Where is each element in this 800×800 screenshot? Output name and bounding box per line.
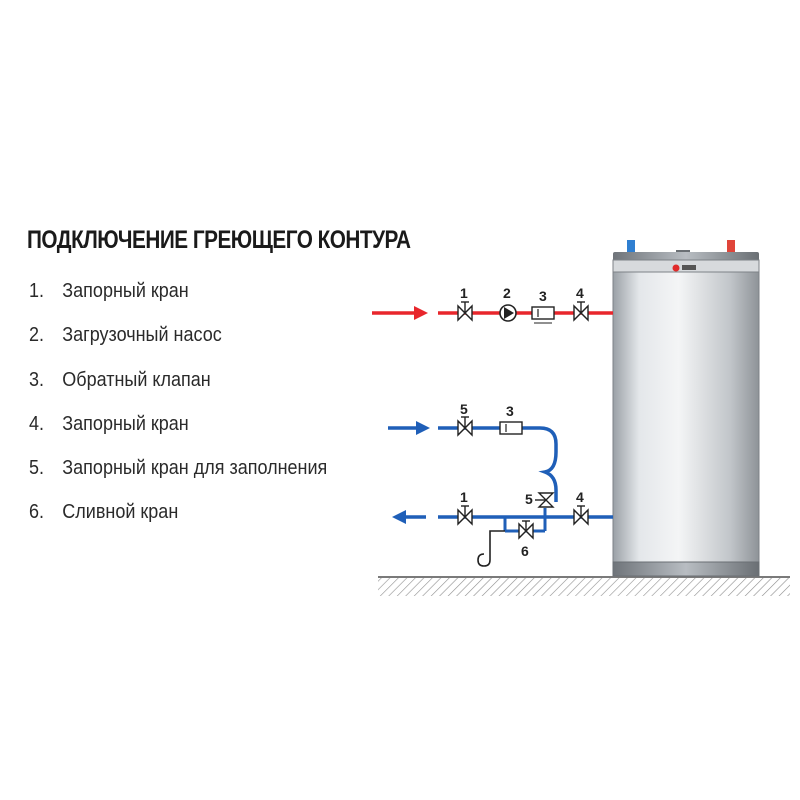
label-check-3-fill: 3	[506, 403, 514, 419]
legend-text: Запорный кран для заполнения	[62, 457, 328, 480]
brand-logo-icon	[672, 264, 680, 272]
check-valve-fill-icon	[499, 421, 523, 435]
legend-item-1: 1. Запорный кран	[29, 280, 327, 324]
label-valve-1-supply: 1	[460, 285, 468, 301]
legend-item-4: 4. Запорный кран	[29, 413, 327, 457]
valve-6-drain-icon	[518, 520, 534, 540]
label-valve-6-drain: 6	[521, 543, 529, 559]
drain-hose	[477, 530, 505, 567]
legend-text: Загрузочный насос	[62, 324, 222, 347]
legend-text: Запорный кран	[62, 280, 189, 302]
valve-4-return-icon	[573, 505, 589, 526]
label-check-3-supply: 3	[539, 288, 547, 304]
label-valve-1-return: 1	[460, 489, 468, 505]
fill-arrow-icon	[416, 421, 430, 435]
hot-connection-stub	[727, 240, 735, 254]
valve-1-return-icon	[457, 505, 473, 526]
legend-text: Запорный кран	[62, 412, 189, 435]
return-arrow-icon	[392, 510, 406, 524]
boiler-tank	[612, 240, 760, 577]
legend-num: 3.	[29, 368, 45, 391]
pump-icon	[499, 304, 517, 322]
valve-1-supply-icon	[457, 301, 473, 322]
label-pump-2: 2	[503, 285, 511, 301]
supply-arrow-icon	[414, 306, 428, 320]
legend-list: 1. Запорный кран 2. Загрузочный насос 3. Об…	[29, 280, 360, 546]
label-valve-5-fill: 5	[460, 401, 468, 417]
legend-num: 2.	[29, 324, 45, 347]
label-valve-4-return: 4	[576, 489, 584, 505]
legend-num: 6.	[29, 501, 45, 524]
legend-item-3: 3. Обратный клапан	[29, 369, 327, 413]
floor	[378, 576, 790, 596]
legend-num: 4.	[29, 412, 45, 435]
cold-connection-stub	[627, 240, 635, 254]
legend-item-6: 6. Сливной кран	[29, 501, 327, 545]
valve-4-supply-icon	[573, 301, 589, 322]
valve-5-bypass-icon	[535, 492, 555, 508]
legend-text: Обратный клапан	[62, 368, 211, 391]
check-valve-supply-icon	[531, 306, 555, 324]
diagram-title: ПОДКЛЮЧЕНИЕ ГРЕЮЩЕГО КОНТУРА	[27, 226, 411, 254]
fill-line	[388, 421, 558, 502]
valve-5-fill-icon	[457, 416, 473, 437]
legend-item-5: 5. Запорный кран для заполнения	[29, 457, 327, 501]
label-valve-4-supply: 4	[576, 285, 584, 301]
legend-item-2: 2. Загрузочный насос	[29, 324, 327, 368]
legend-num: 5.	[29, 457, 45, 480]
label-valve-5-bypass: 5	[525, 491, 533, 507]
legend-text: Сливной кран	[62, 501, 179, 524]
legend-num: 1.	[29, 280, 45, 302]
